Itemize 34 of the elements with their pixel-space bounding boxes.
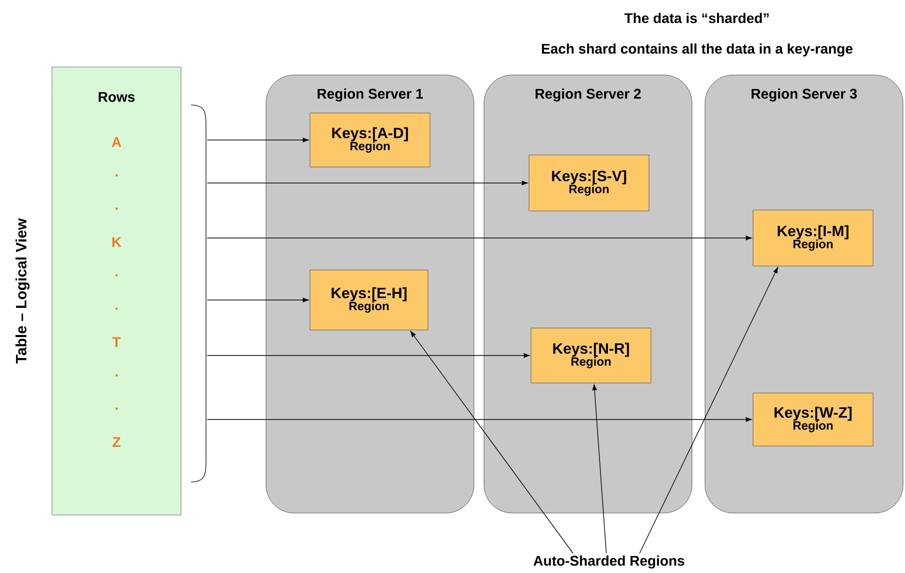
arrow	[206, 417, 752, 422]
panel-heading: Region Server 1	[318, 88, 423, 102]
arrow	[639, 267, 778, 554]
arrow	[206, 236, 752, 240]
row-key: .	[116, 274, 118, 276]
row-key: K	[112, 237, 122, 247]
arrow	[410, 331, 574, 554]
region-box: Keys:[A-D] Region	[310, 112, 430, 168]
arrow	[206, 180, 528, 186]
arrow	[206, 298, 309, 302]
row-key: .	[116, 374, 118, 376]
panel-heading: Region Server 3	[752, 88, 857, 102]
arrow	[206, 353, 530, 358]
region-box: Keys:[E-H] Region	[310, 270, 428, 330]
column-heading: Rows	[98, 92, 135, 102]
row-key: T	[112, 337, 121, 347]
row-key: .	[116, 208, 118, 210]
arrow	[206, 138, 309, 142]
row-key: .	[116, 408, 118, 410]
row-key: .	[116, 308, 118, 310]
title: The data is “sharded”	[624, 12, 769, 24]
arrow	[592, 384, 607, 554]
row-key: Z	[112, 437, 120, 447]
region-box: Keys:[W-Z] Region	[752, 392, 874, 446]
row-key: A	[112, 137, 122, 147]
vertical-label: Table – Logical View	[15, 218, 30, 364]
brace	[190, 104, 206, 482]
caption-text: Auto-Sharded Regions	[534, 555, 684, 569]
row-key: .	[116, 174, 118, 176]
subtitle: Each shard contains all the data in a key-range	[542, 43, 852, 57]
panel-heading: Region Server 2	[536, 88, 641, 102]
region-box: Keys:[S-V] Region	[528, 154, 650, 212]
region-box: Keys:[N-R] Region	[530, 328, 652, 384]
region-box: Keys:[I-M] Region	[752, 210, 874, 266]
